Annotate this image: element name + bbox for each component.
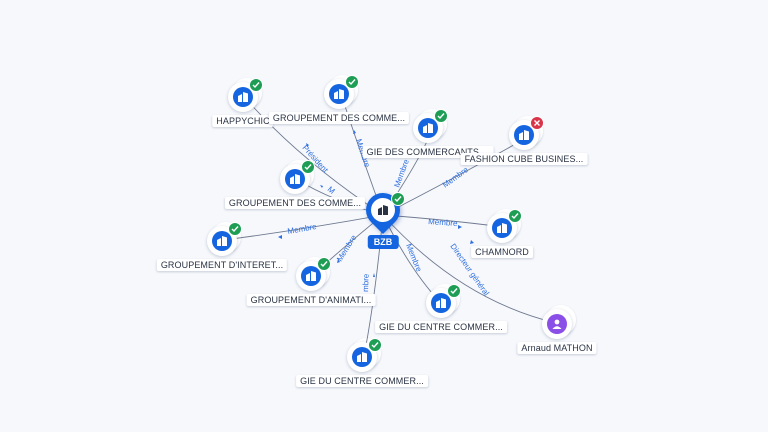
node-bubble[interactable]	[207, 222, 242, 256]
check-icon	[228, 222, 242, 236]
check-icon	[249, 78, 263, 92]
check-icon	[434, 109, 448, 123]
close-icon	[530, 116, 544, 130]
check-icon	[447, 284, 461, 298]
node-label[interactable]: GROUPEMENT D'ANIMATI...	[246, 294, 376, 306]
arrow-1	[306, 143, 309, 147]
edge-label-membre-2: Membre	[392, 158, 411, 189]
building-icon	[285, 169, 305, 189]
check-icon	[508, 209, 522, 223]
node-bubble[interactable]	[426, 284, 461, 318]
node-bubble[interactable]	[296, 257, 331, 291]
node-bubble[interactable]	[542, 305, 576, 339]
node-label[interactable]: HAPPYCHIC	[212, 115, 274, 127]
edge-groupement-interet	[223, 214, 384, 241]
building-icon	[233, 87, 253, 107]
node-label[interactable]: GIE DU CENTRE COMMER...	[375, 321, 507, 333]
edge-arrows-layer	[278, 130, 474, 277]
building-icon	[212, 231, 232, 251]
building-icon	[418, 118, 438, 138]
building-icon	[352, 347, 372, 367]
node-label[interactable]: GROUPEMENT D'INTERET...	[156, 259, 288, 271]
node-label[interactable]: Arnaud MATHON	[517, 342, 597, 354]
node-bubble[interactable]	[280, 160, 315, 194]
node-bubble[interactable]	[228, 78, 263, 112]
arrow-7	[470, 240, 474, 244]
edge-label-membre-4: Membre	[428, 217, 458, 228]
check-icon	[391, 192, 405, 206]
node-label[interactable]: CHAMNORD	[471, 246, 533, 258]
node-bubble[interactable]	[347, 338, 382, 372]
edge-label-m: M	[326, 185, 337, 196]
center-node-label[interactable]: BZB	[367, 235, 399, 249]
arrow-8	[373, 273, 375, 277]
check-icon	[345, 75, 359, 89]
arrow-5	[278, 235, 282, 239]
node-label[interactable]: GROUPEMENT DES COMME...	[268, 112, 410, 124]
edge-label-membre-5: Membre	[287, 222, 318, 236]
check-icon	[368, 338, 382, 352]
arrow-4	[458, 225, 462, 229]
building-icon	[514, 125, 534, 145]
arrow-2	[320, 185, 323, 188]
edge-label-membre-6: Membre	[335, 233, 358, 263]
building-icon	[492, 218, 512, 238]
node-bubble[interactable]	[487, 209, 522, 243]
edge-label-mbre: mbre	[361, 273, 371, 292]
edge-label-membre-3: Membre	[441, 165, 470, 190]
edge-arnaud-mathon	[382, 214, 557, 324]
node-bubble[interactable]	[413, 109, 448, 143]
node-bubble[interactable]	[509, 116, 544, 150]
arrow-3	[353, 130, 356, 134]
check-icon	[301, 160, 315, 174]
person-icon	[547, 314, 567, 334]
building-icon	[431, 293, 451, 313]
node-bubble[interactable]	[324, 75, 359, 109]
check-icon	[317, 257, 331, 271]
arrow-6	[337, 259, 340, 263]
node-label[interactable]: GIE DU CENTRE COMMER...	[296, 375, 428, 387]
node-label[interactable]: GROUPEMENT DES COMME...	[224, 197, 366, 209]
node-label[interactable]: FASHION CUBE BUSINES...	[460, 153, 588, 165]
building-icon	[329, 84, 349, 104]
building-icon	[301, 266, 321, 286]
